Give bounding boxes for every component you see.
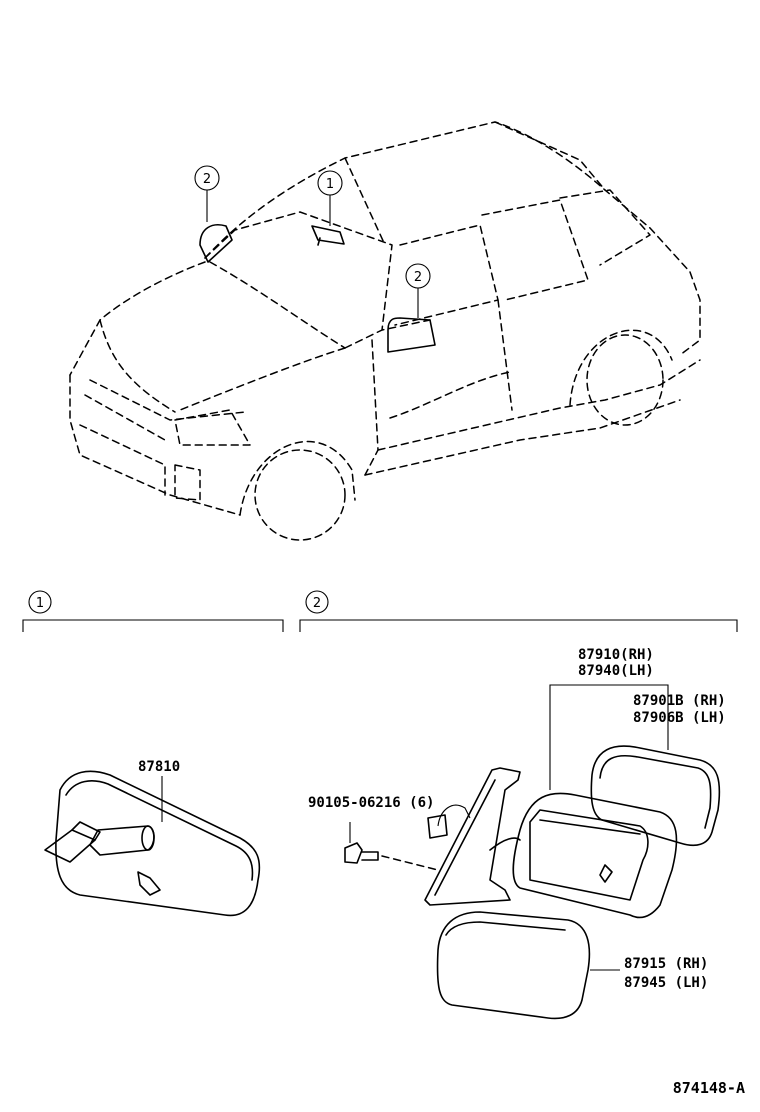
- svg-text:1: 1: [36, 596, 44, 611]
- part-number-87910: 87910(RH): [578, 647, 654, 663]
- car-right-outer-mirror: [387, 317, 436, 353]
- part-number-87915: 87915 (RH): [624, 956, 708, 972]
- leader-lines: [549, 684, 669, 971]
- mirror-glass: [590, 745, 721, 847]
- inner-rear-view-mirror: [44, 770, 261, 917]
- callout-2-car-left: 2: [194, 165, 220, 222]
- svg-text:2: 2: [313, 596, 321, 611]
- section-1-header: 1: [22, 590, 284, 632]
- vehicle-outline: [69, 121, 701, 541]
- car-left-outer-mirror: [199, 224, 233, 263]
- diagram-reference-number: 874148-A: [673, 1079, 745, 1097]
- callout-1-car: 1: [317, 170, 343, 226]
- part-number-90105-06216: 90105-06216 (6): [308, 795, 434, 811]
- mirror-base-bracket: [424, 767, 521, 906]
- part-number-87810: 87810: [138, 759, 180, 775]
- mirror-cover: [436, 911, 591, 1020]
- svg-text:1: 1: [326, 177, 334, 192]
- part-number-87940: 87940(LH): [578, 663, 654, 679]
- svg-text:2: 2: [414, 270, 422, 285]
- part-number-87901B: 87901B (RH): [633, 693, 726, 709]
- mirror-housing-body: [512, 792, 678, 919]
- callout-2-car-right: 2: [405, 263, 431, 318]
- mounting-bolt: [344, 822, 439, 871]
- car-inner-mirror: [311, 225, 345, 246]
- part-number-87945: 87945 (LH): [624, 975, 708, 991]
- section-2-header: 2: [299, 590, 738, 632]
- part-number-87906B: 87906B (LH): [633, 710, 726, 726]
- svg-text:2: 2: [203, 172, 211, 187]
- mirror-wire-connector: [427, 804, 471, 839]
